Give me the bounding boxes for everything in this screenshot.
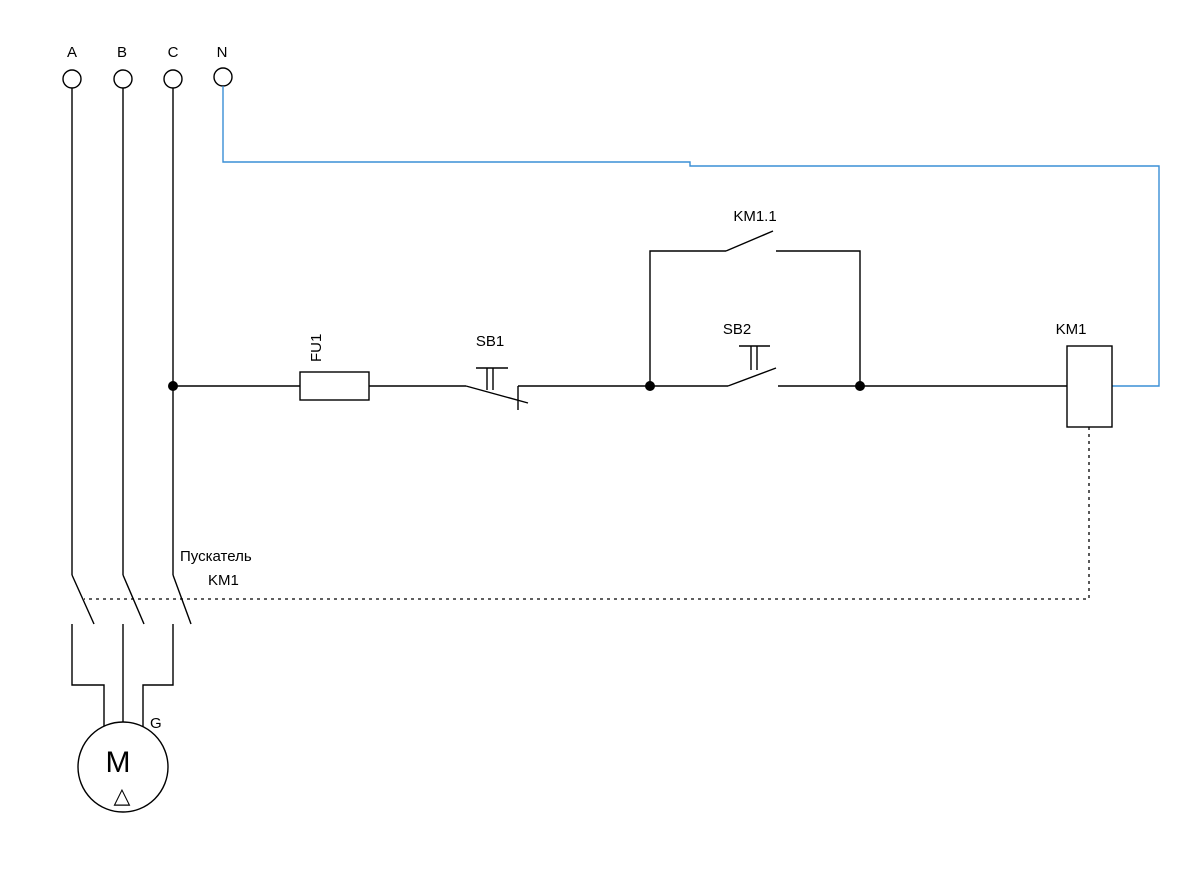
starter-contacts-km1 [71,574,192,625]
fuse-fu1 [299,371,370,401]
holding-branch-left [649,250,726,386]
holding-contact-km1-1 [725,230,774,252]
motor-label: M [106,746,131,779]
terminal-label-c: C [168,44,179,61]
motor-connection-symbol: △ [114,783,131,808]
stop-button-sb1 [465,367,529,410]
terminal-c [163,69,183,89]
holding-branch-right [776,250,861,386]
motor-wire-a [71,624,105,735]
km1-1-label: KM1.1 [733,208,776,225]
terminal-b [113,69,133,89]
terminal-label-n: N [217,44,228,61]
coil-label: KM1 [1056,321,1087,338]
motor-wire-c [142,624,174,735]
sb2-label: SB2 [723,321,751,338]
terminal-n [213,67,233,87]
neutral-wire [222,86,1160,387]
starter-label-line1: Пускатель [180,548,252,565]
start-button-sb2 [650,345,860,387]
motor [77,721,169,813]
motor-ground-label: G [150,715,162,732]
coil-km1 [1066,345,1113,428]
mechanical-link [84,427,1090,600]
starter-label-line2: KM1 [208,572,239,589]
terminal-a [62,69,82,89]
terminal-label-b: B [117,44,127,61]
fuse-label: FU1 [308,334,325,362]
terminal-label-a: A [67,44,77,61]
sb1-label: SB1 [476,333,504,350]
